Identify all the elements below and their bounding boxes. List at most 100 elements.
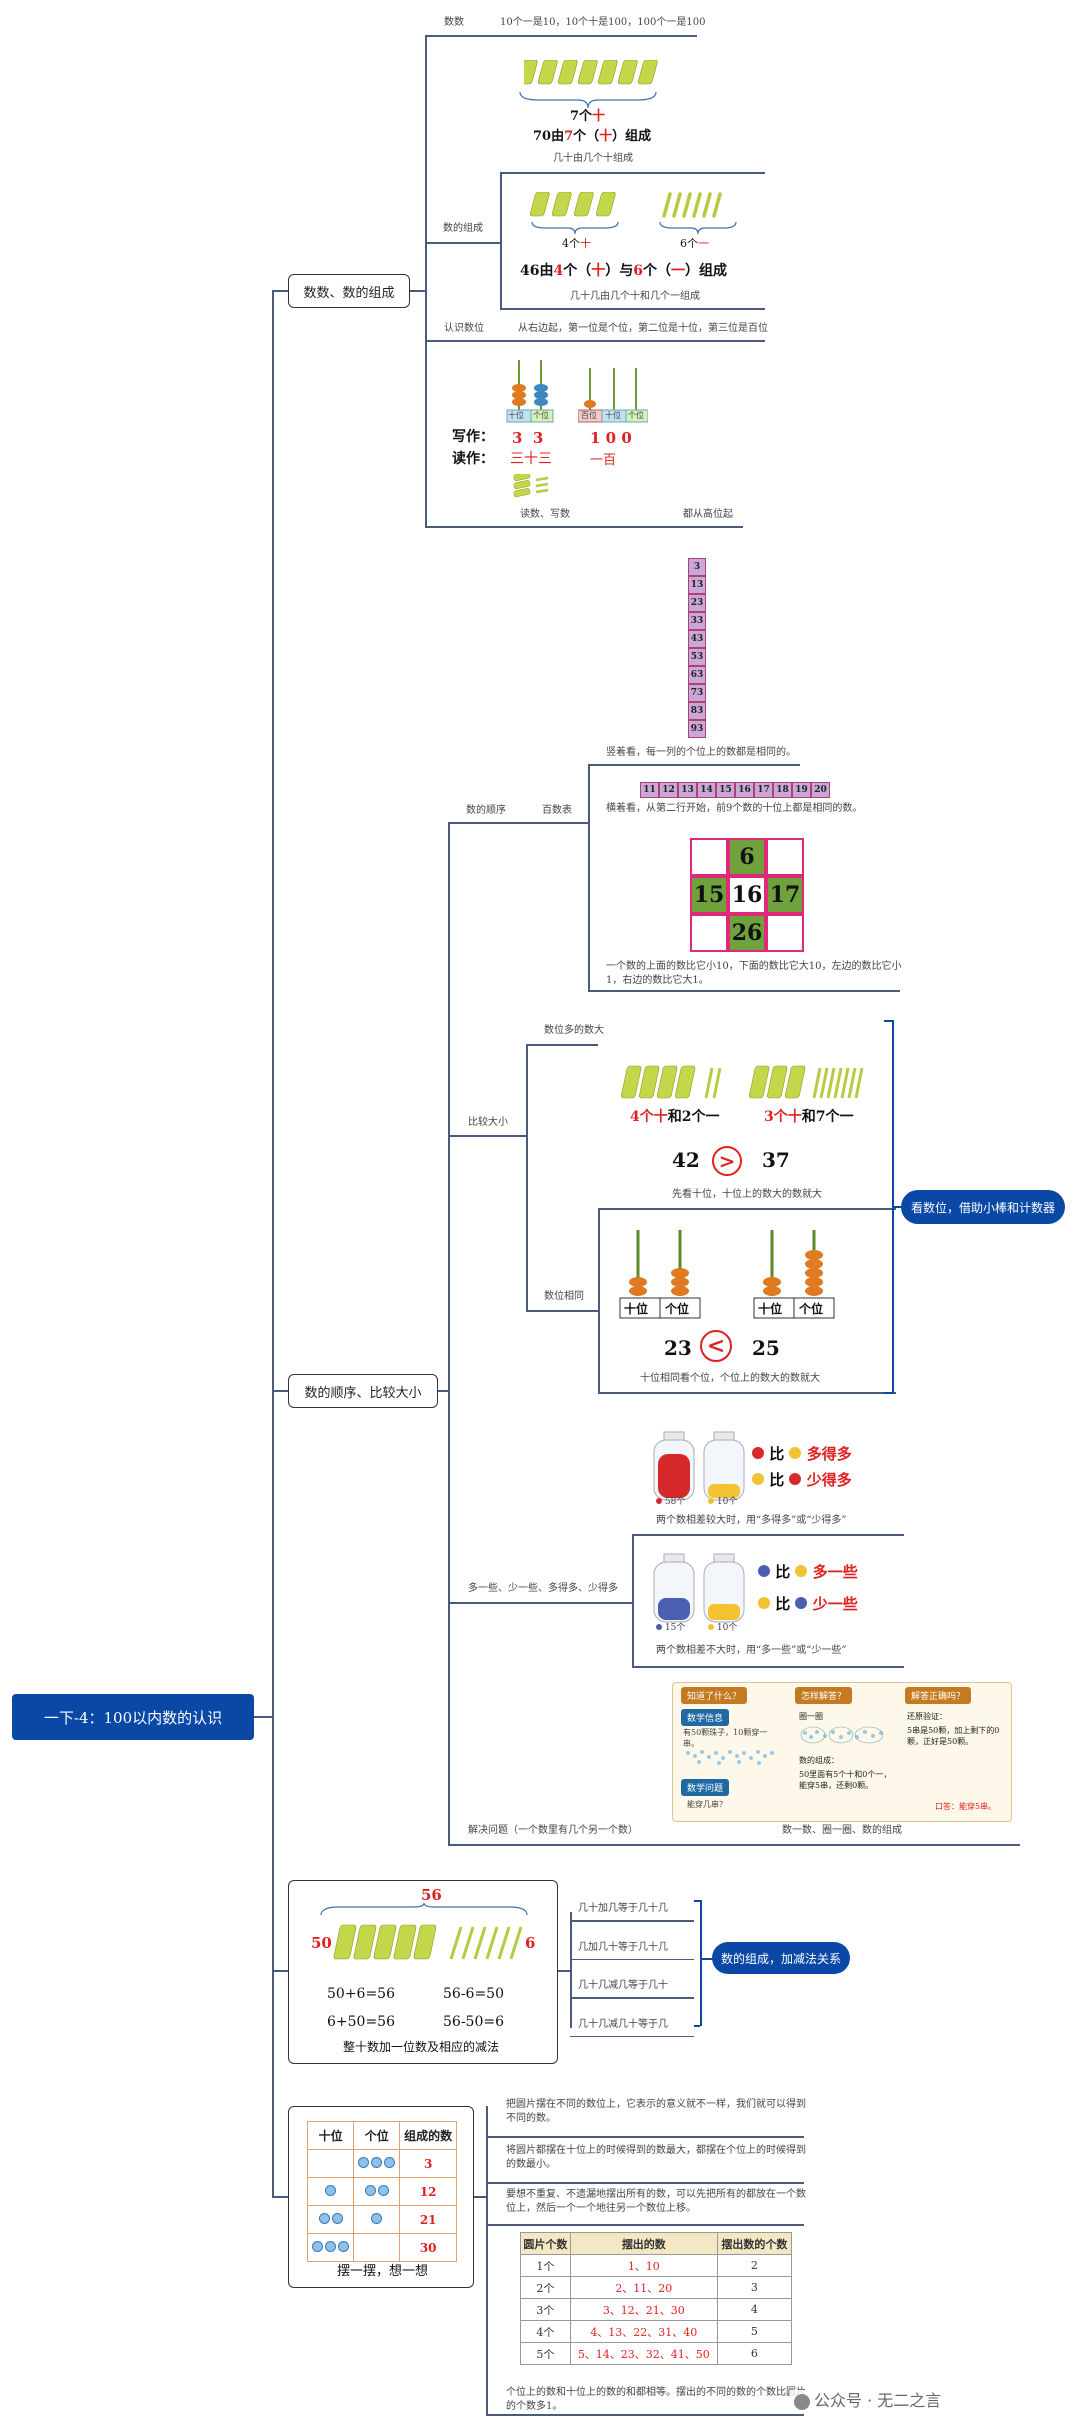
jar-count-10b: 10个 (708, 1622, 737, 1635)
abacus-100-hundreds: 百位 (581, 411, 597, 420)
more-text2: 两个数相差不大时，用“多一些”或“少一些” (656, 1645, 847, 1656)
addsub-brace (320, 1903, 528, 1916)
problem-label: 解决问题（一个数里有几个另一个数） (468, 1825, 638, 1836)
brace-4 (531, 221, 619, 235)
arrange-note1: 把圆片摆在不同的数位上，它表示的意义就不一样，我们就可以得到不同的数。 (506, 2099, 806, 2124)
problem-h3: 解答正确吗？ (905, 1687, 972, 1704)
disc-icon (318, 2212, 330, 2224)
wechat-icon (794, 2393, 810, 2410)
write-100: 1 0 0 (590, 429, 632, 447)
eq-3: 6+50=56 (327, 2014, 395, 2030)
counting-text: 10个一是10，10个十是100，100个一是100 (500, 17, 706, 28)
abacus-100-ones: 个位 (628, 411, 644, 420)
compare-n2: 37 (762, 1148, 790, 1172)
root-node[interactable]: 一下-4：100以内数的认识 (12, 1694, 254, 1740)
branch-addsub-node[interactable]: 56 50 6 50+6=56 56-6=50 6+50=56 56-50=6 … (288, 1880, 558, 2064)
disc-icon (325, 2240, 337, 2252)
abacus-100-tens: 十位 (605, 411, 621, 420)
eq-4: 56-50=6 (443, 2014, 504, 2030)
same-text: 十位相同看个位，个位上的数大的数就大 (640, 1373, 820, 1384)
jars-15-10 (653, 1553, 745, 1623)
disc-icon (338, 2240, 350, 2252)
compare-n4: 25 (752, 1336, 780, 1360)
diff-text: 先看十位，十位上的数大的数就大 (672, 1189, 822, 1200)
main-trunk (272, 290, 274, 2198)
disc-icon (358, 2156, 370, 2168)
addsub-bundles (333, 1924, 523, 1960)
column-cell: 43 (688, 630, 706, 648)
problem-check: 还原验证： (907, 1712, 947, 1721)
diff-digits-label: 数位多的数大 (544, 1025, 604, 1036)
arrange-note2: 将圆片都摆在十位上的时候得到的数最大，都摆在个位上的时候得到的数最小。 (506, 2145, 806, 2170)
addsub-left: 50 (311, 1934, 332, 1952)
abacus-33 (506, 360, 554, 423)
disc-icon (371, 2212, 383, 2224)
count-7-tens: 7个十 (570, 109, 606, 124)
beads-icon (686, 1750, 774, 1765)
ten-bundles-7 (524, 60, 658, 85)
problem-question-tag: 数学问题 (681, 1779, 730, 1796)
grid-bottom: 26 (728, 914, 766, 952)
arrange-row: 30 (306, 2233, 457, 2262)
brace-7 (519, 91, 657, 109)
column-cell: 83 (688, 702, 706, 720)
addsub-right: 6 (525, 1934, 536, 1952)
grid-text: 一个数的上面的数比它小10，下面的数比它大10，左边的数比它小1，右边的数比它大… (606, 961, 902, 986)
problem-comp: 数的组成： (799, 1756, 839, 1765)
addsub-rule: 几十几减几十等于几 (578, 2018, 668, 2030)
problem-answer: 口答：能穿5串。 (935, 1802, 997, 1811)
order-label: 数的顺序 (466, 805, 506, 816)
addsub-top: 56 (421, 1886, 442, 1904)
much-more-line: 比 多得多 (752, 1444, 852, 1465)
problem-info-tag: 数学信息 (681, 1709, 730, 1726)
abacus-23 (619, 1230, 701, 1319)
arrange-note3: 要想不重复、不遗漏地摆出所有的数，可以先把所有的都放在一个数位上，然后一个一个地… (506, 2189, 806, 2214)
jar-count-15: 15个 (656, 1622, 685, 1635)
addsub-rule: 几加几十等于几十几 (578, 1941, 668, 1953)
disc-icon (377, 2184, 389, 2196)
column-cell: 13 (688, 576, 706, 594)
disc-icon (364, 2184, 376, 2196)
column-cell: 53 (688, 648, 706, 666)
compare-a: 4个十和2个一 (630, 1109, 720, 1125)
abacus-23-ones: 个位 (665, 1302, 690, 1316)
comp-sub: 几十几由几个十和几个一组成 (570, 291, 700, 302)
abacus-25-ones: 个位 (799, 1302, 824, 1316)
greater-sign: > (712, 1146, 742, 1176)
disc-icon (384, 2156, 396, 2168)
comp-six: 6个一 (680, 237, 709, 250)
compare-b: 3个十和7个一 (764, 1109, 854, 1125)
row-cell: 11 (640, 782, 659, 798)
branch-order-node[interactable]: 数的顺序、比较大小 (288, 1374, 438, 1408)
more-label: 多一些、少一些、多得多、少得多 (468, 1583, 618, 1594)
circled-beads-icon (800, 1726, 884, 1744)
read-label: 读作： (452, 451, 494, 467)
problem-question-text: 能穿几串？ (687, 1800, 727, 1809)
column-cell: 63 (688, 666, 706, 684)
abacus-25-tens: 十位 (758, 1302, 783, 1316)
root-title: 一下-4：100以内数的认识 (43, 1708, 223, 1727)
column-cell: 23 (688, 594, 706, 612)
jar-count-10: 10个 (708, 1496, 737, 1509)
row-cell: 20 (811, 782, 830, 798)
hundred-table-label: 百数表 (542, 805, 572, 816)
bit-less-line: 比 少一些 (758, 1594, 858, 1615)
abacus-33-ones: 个位 (533, 411, 549, 420)
problem-comp-text: 50里面有5个十和0个一，能穿5串，还剩0颗。 (799, 1770, 892, 1791)
row-cell: 14 (697, 782, 716, 798)
single-sticks-6 (662, 192, 722, 218)
compare-hub[interactable]: 看数位，借助小棒和计数器 (901, 1190, 1065, 1224)
column-cell: 73 (688, 684, 706, 702)
branch-counting-node[interactable]: 数数、数的组成 (288, 274, 410, 308)
brace-6 (659, 221, 737, 235)
bundles-42 (621, 1065, 722, 1099)
problem-card: 知道了什么？ 怎样解答？ 解答正确吗？ 数学信息 有50颗珠子，10颗穿一串。 … (672, 1682, 1012, 1822)
arrange-row: 3 (306, 2149, 457, 2178)
eq-2: 56-6=50 (443, 1986, 504, 2002)
abacus-33-tens: 十位 (508, 411, 524, 420)
addsub-hub[interactable]: 数的组成，加减法关系 (712, 1942, 850, 1974)
